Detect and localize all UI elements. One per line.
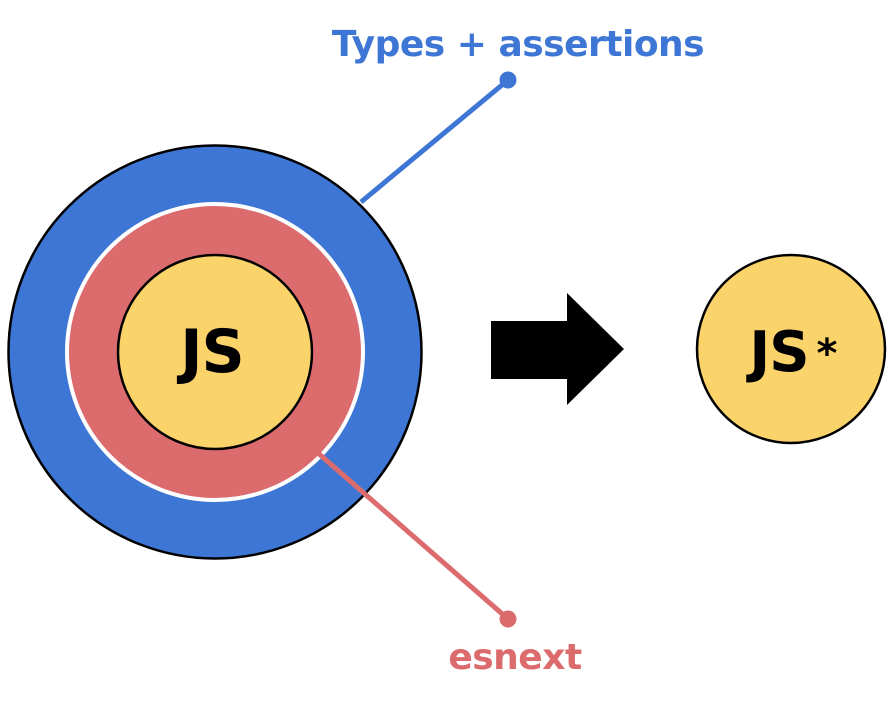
result-label: JS <box>745 320 808 385</box>
types-callout-line <box>359 78 510 204</box>
arrow-right-icon <box>491 293 624 405</box>
result-circle <box>695 253 887 445</box>
js-core-circle <box>116 253 314 451</box>
types-assertions-label: Types + assertions <box>332 24 704 65</box>
esnext-callout-dot <box>499 610 517 628</box>
esnext-callout-line <box>316 451 510 621</box>
esnext-label: esnext <box>448 637 582 678</box>
types-callout-dot <box>499 71 517 89</box>
result-superscript: * <box>817 331 838 377</box>
js-core-label: JS <box>176 317 244 387</box>
